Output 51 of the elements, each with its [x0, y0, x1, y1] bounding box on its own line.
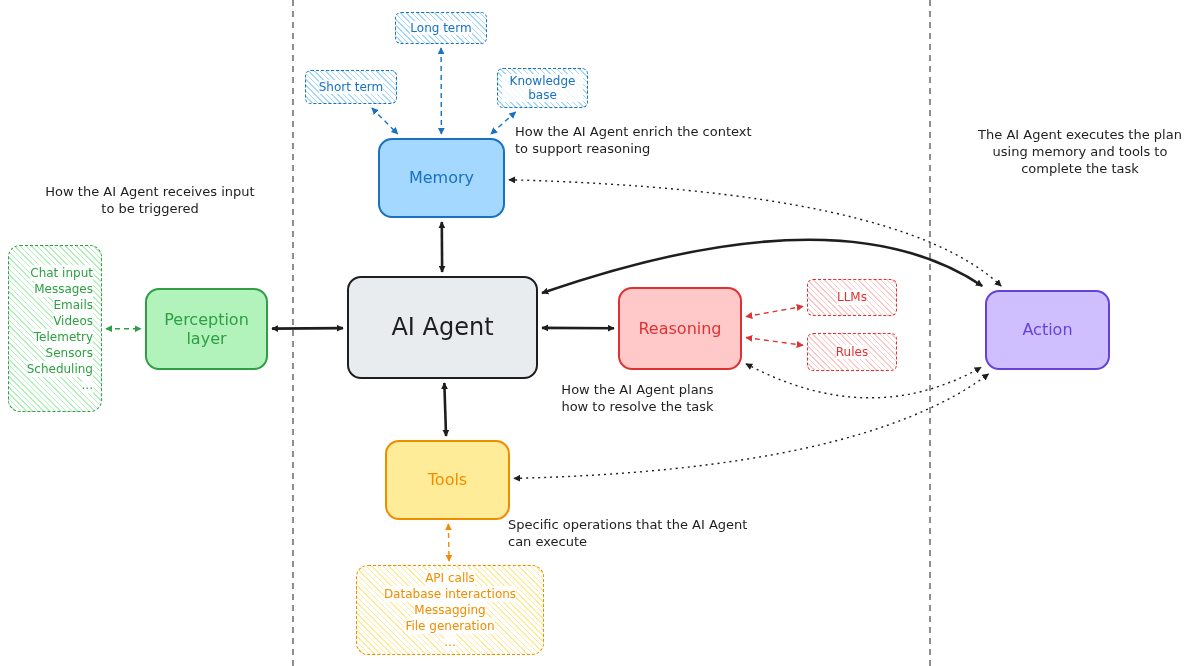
node-label: Tools [427, 470, 468, 490]
process-box [385, 440, 510, 520]
list-item: API calls [425, 570, 475, 586]
dashed-box [395, 12, 487, 44]
node-label: Memory [408, 168, 475, 188]
process-box [618, 287, 742, 370]
arrow [490, 111, 517, 135]
arrow [745, 334, 804, 348]
annotation-text: How the AI Agent enrich the context to support reasoning [515, 123, 753, 157]
arrow [541, 238, 983, 295]
process-box [347, 276, 538, 379]
arrow [271, 324, 344, 333]
node-label: Rules [835, 344, 869, 360]
arrow [437, 47, 445, 135]
process-box [378, 138, 505, 218]
arrow [444, 523, 453, 562]
node-label: Long term [410, 20, 472, 36]
arrow [441, 382, 450, 437]
dashed-list-box [8, 245, 102, 412]
arrow [508, 176, 1002, 287]
list-item: Chat input [30, 264, 93, 281]
arrow [745, 363, 982, 399]
process-box [985, 290, 1110, 370]
arrow [513, 373, 990, 482]
node-label: Knowledge base [502, 73, 583, 103]
annotation-text: How the AI Agent plans how to resolve the task [560, 381, 715, 415]
list-item: ... [444, 634, 456, 650]
arrow [371, 107, 399, 135]
node-label: Perception layer [163, 309, 250, 349]
annotation-text: How the AI Agent receives input to be triggered [44, 183, 256, 217]
list-item: Database interactions [383, 586, 517, 602]
arrow [745, 304, 804, 319]
annotation-text: The AI Agent executes the plan using memory and tools to complete the task [977, 126, 1183, 177]
node-label: Short term [318, 79, 384, 95]
dashed-box [305, 70, 397, 104]
dashed-list-box [356, 565, 544, 655]
arrow [541, 324, 615, 332]
node-label: AI Agent [391, 313, 494, 342]
dashed-box [807, 333, 897, 371]
list-item: Scheduling [26, 360, 93, 377]
dashed-box [807, 279, 897, 316]
node-label: Reasoning [638, 318, 722, 339]
arrow [438, 221, 446, 273]
node-label: Action [1022, 320, 1073, 340]
arrow [105, 325, 142, 333]
list-item: Telemetry [33, 328, 93, 345]
process-box [145, 288, 268, 370]
list-item: Messagging [414, 602, 486, 618]
annotation-text: Specific operations that the AI Agent can execute [508, 516, 749, 550]
node-label: LLMs [837, 290, 867, 305]
list-item: File generation [405, 618, 495, 634]
